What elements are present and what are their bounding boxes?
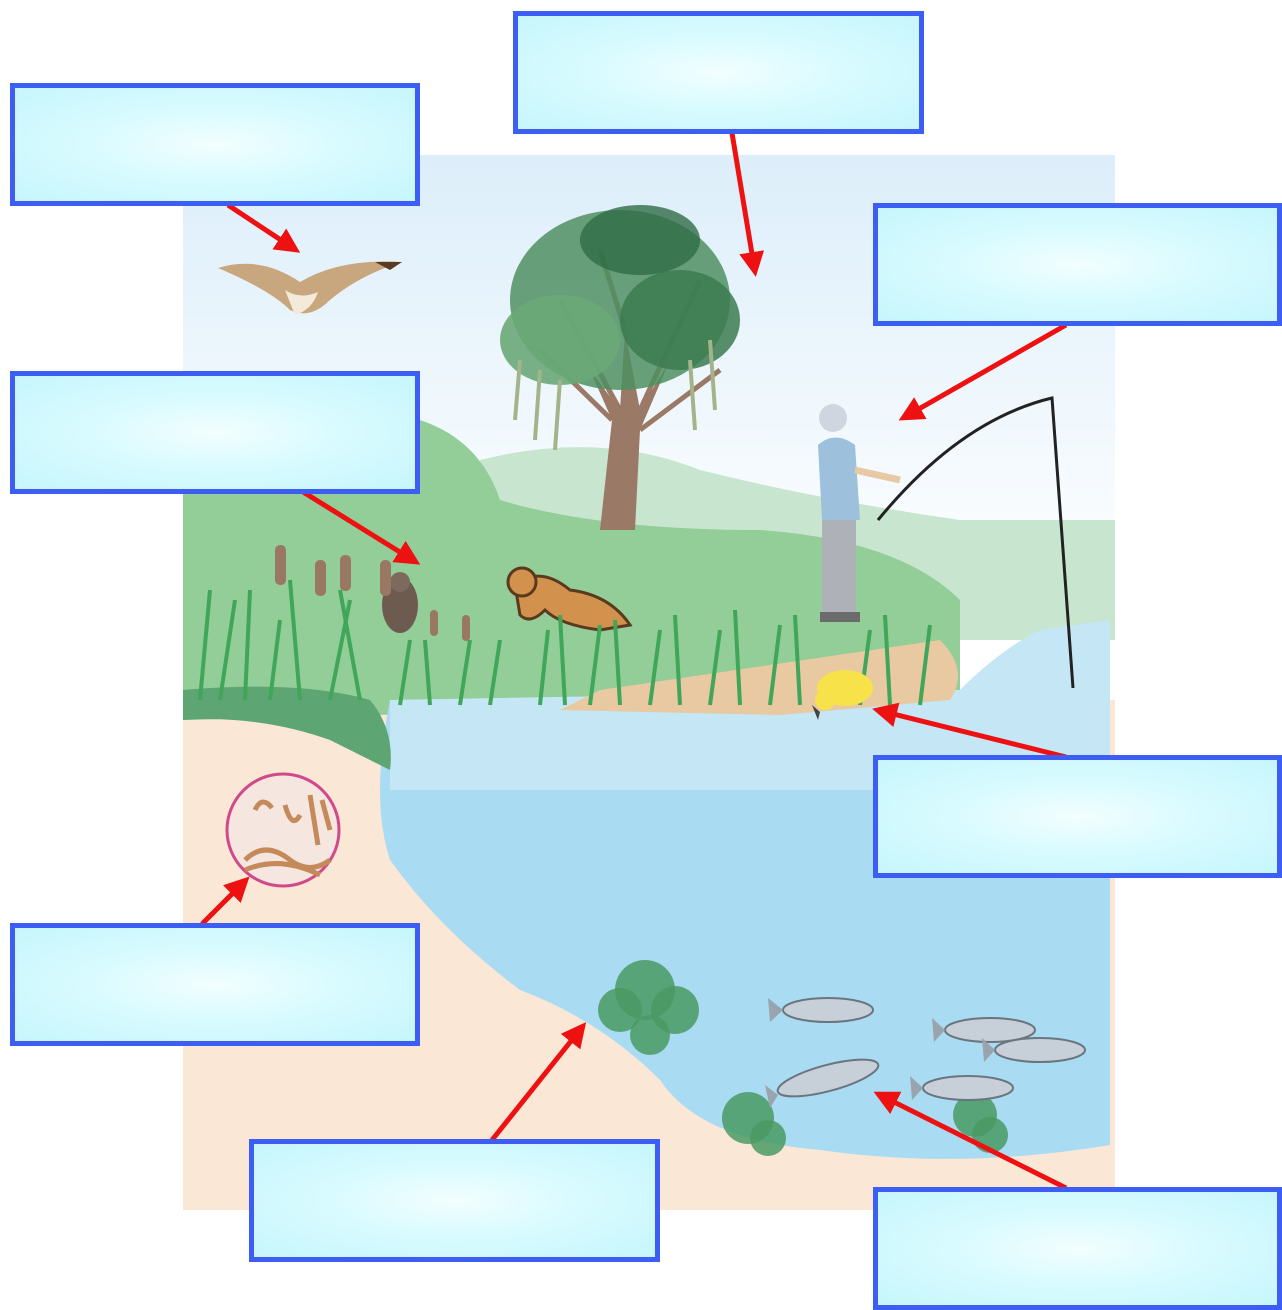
label-box-right-upper[interactable]: [873, 203, 1282, 326]
microbe-circle-icon: [227, 774, 339, 886]
label-box-bottom-right[interactable]: [873, 1187, 1282, 1310]
label-box-top-left[interactable]: [10, 83, 420, 206]
label-box-right-middle[interactable]: [873, 755, 1282, 878]
label-box-bottom-center[interactable]: [249, 1139, 660, 1262]
label-box-top-center[interactable]: [513, 11, 924, 134]
label-box-left-lower[interactable]: [10, 923, 420, 1046]
label-box-left-middle[interactable]: [10, 371, 420, 494]
